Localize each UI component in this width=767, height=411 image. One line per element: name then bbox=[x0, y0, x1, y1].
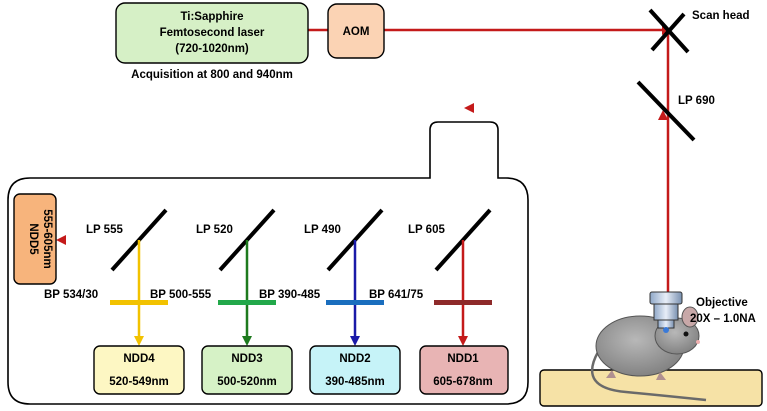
ndd1-box-group: NDD1 605-678nm bbox=[419, 345, 509, 395]
emission-left-arrowhead bbox=[464, 103, 474, 113]
ndd3-box-group: NDD3 500-520nm bbox=[201, 345, 293, 395]
bp534-filter bbox=[110, 300, 168, 305]
acquisition-label: Acquisition at 800 and 940nm bbox=[131, 69, 293, 81]
bp534-label: BP 534/30 bbox=[44, 289, 98, 301]
objective-line-2: 20X – 1.0NA bbox=[690, 313, 756, 325]
objective-line-1: Objective bbox=[696, 297, 748, 309]
scan-head-label: Scan head bbox=[692, 10, 750, 22]
aom-box bbox=[327, 3, 385, 59]
bp390-filter bbox=[326, 300, 384, 305]
ndd5-arrowhead bbox=[56, 235, 66, 245]
ndd4-range: 520-549nm bbox=[109, 376, 168, 388]
lp690-label: LP 690 bbox=[678, 95, 715, 107]
scan-head-mirrors bbox=[648, 8, 690, 54]
ndd2-name: NDD2 bbox=[339, 353, 370, 365]
ndd4-arrowhead bbox=[134, 336, 144, 346]
lp520-label: LP 520 bbox=[196, 224, 233, 236]
bp500-label: BP 500-555 bbox=[150, 289, 212, 301]
ndd4-name: NDD4 bbox=[123, 353, 155, 365]
ndd2-box-group: NDD2 390-485nm bbox=[309, 345, 401, 395]
bp500-filter bbox=[218, 300, 276, 305]
laser-line-1: Ti:Sapphire bbox=[180, 11, 243, 23]
bp641-filter bbox=[434, 300, 492, 305]
ndd5-line-1: NDD5 bbox=[27, 223, 39, 255]
ndd1-box bbox=[419, 345, 509, 395]
ndd4-box-group: NDD4 520-549nm bbox=[93, 345, 185, 395]
laser-line-3: (720-1020nm) bbox=[175, 43, 249, 55]
ndd2-range: 390-485nm bbox=[325, 376, 384, 388]
ndd3-box bbox=[201, 345, 293, 395]
ndd1-range: 605-678nm bbox=[433, 376, 492, 388]
ndd3-arrowhead bbox=[242, 336, 252, 346]
ndd4-box bbox=[93, 345, 185, 395]
lp690-mirror bbox=[636, 80, 696, 142]
ndd5-box bbox=[13, 193, 57, 285]
ndd2-arrowhead bbox=[350, 336, 360, 346]
ndd5-line-2: 555-605nm bbox=[41, 209, 53, 268]
lp555-label: LP 555 bbox=[86, 224, 123, 236]
ndd3-name: NDD3 bbox=[231, 353, 262, 365]
aom-label: AOM bbox=[343, 26, 370, 38]
lp490-label: LP 490 bbox=[304, 224, 341, 236]
bp641-label: BP 641/75 bbox=[369, 289, 424, 301]
bp390-label: BP 390-485 bbox=[259, 289, 321, 301]
ndd1-arrowhead bbox=[458, 336, 468, 346]
lp605-label: LP 605 bbox=[408, 224, 445, 236]
ndd2-box bbox=[309, 345, 401, 395]
laser-line-2: Femtosecond laser bbox=[160, 27, 265, 39]
objective-lens bbox=[649, 291, 683, 333]
ndd1-name: NDD1 bbox=[447, 353, 479, 365]
emission-up-arrowhead bbox=[658, 110, 668, 120]
ndd3-range: 500-520nm bbox=[217, 376, 276, 388]
laser-box bbox=[115, 2, 309, 64]
